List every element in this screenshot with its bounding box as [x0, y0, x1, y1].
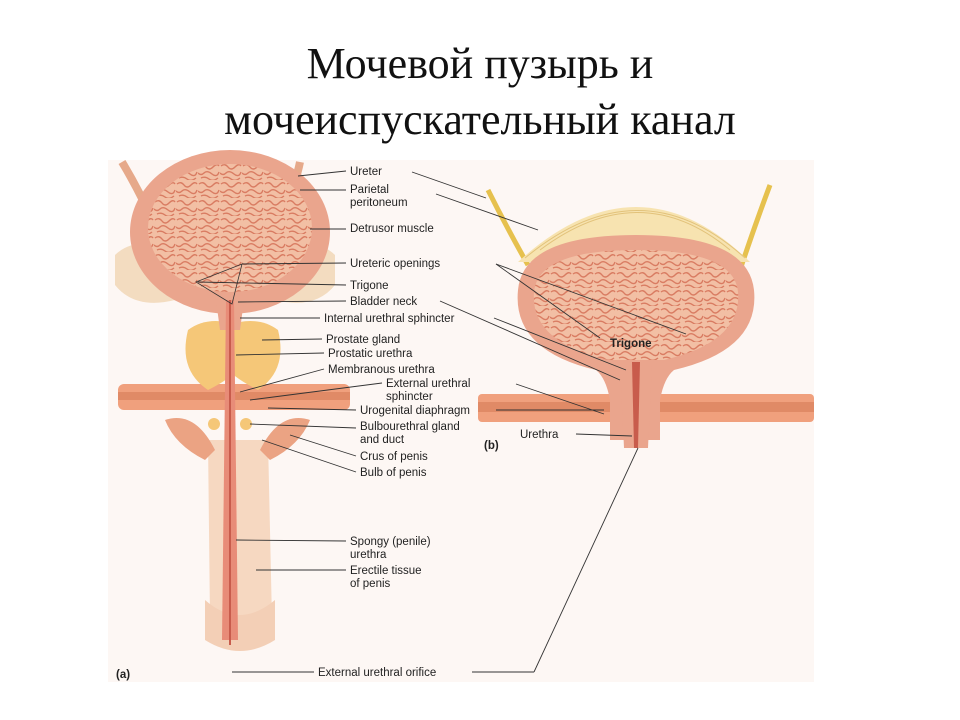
label-parietal-2: peritoneum [350, 197, 408, 209]
label-external-sphincter-2: sphincter [386, 391, 433, 403]
label-bladder-neck: Bladder neck [350, 296, 417, 308]
label-bulb: Bulb of penis [360, 467, 427, 479]
label-trigone-b: Trigone [610, 338, 652, 350]
label-membranous-urethra: Membranous urethra [328, 364, 435, 376]
label-ureter: Ureter [350, 166, 382, 178]
label-urogenital-diaphragm: Urogenital diaphragm [360, 405, 470, 417]
label-erectile-1: Erectile tissue [350, 565, 422, 577]
label-external-orifice: External urethral orifice [318, 667, 436, 679]
label-erectile-2: of penis [350, 578, 391, 590]
panel-b-illustration [478, 184, 814, 448]
label-ureteric-openings: Ureteric openings [350, 258, 440, 270]
label-internal-sphincter: Internal urethral sphincter [324, 313, 455, 325]
label-trigone: Trigone [350, 280, 389, 292]
panel-a-letter: (a) [116, 669, 130, 681]
label-prostatic-urethra: Prostatic urethra [328, 348, 413, 360]
label-detrusor: Detrusor muscle [350, 223, 434, 235]
title-line-2: мочеиспускательный канал [224, 95, 736, 144]
title-line-1: Мочевой пузырь и [306, 39, 654, 88]
label-bulbourethral-1: Bulbourethral gland [360, 421, 460, 433]
label-bulbourethral-2: and duct [360, 434, 405, 446]
label-parietal-1: Parietal [350, 184, 389, 196]
slide-title: Мочевой пузырь и мочеиспускательный кана… [0, 36, 960, 148]
panel-b-letter: (b) [484, 440, 499, 452]
label-spongy-2: urethra [350, 549, 387, 561]
label-crus: Crus of penis [360, 451, 428, 463]
label-urethra-b: Urethra [520, 429, 559, 441]
label-prostate-gland: Prostate gland [326, 334, 400, 346]
label-external-sphincter-1: External urethral [386, 378, 470, 390]
panel-b-leaders [411, 171, 687, 673]
panel-a-leaders [197, 170, 383, 673]
panel-a-illustration [115, 150, 350, 651]
label-spongy-1: Spongy (penile) [350, 536, 431, 548]
